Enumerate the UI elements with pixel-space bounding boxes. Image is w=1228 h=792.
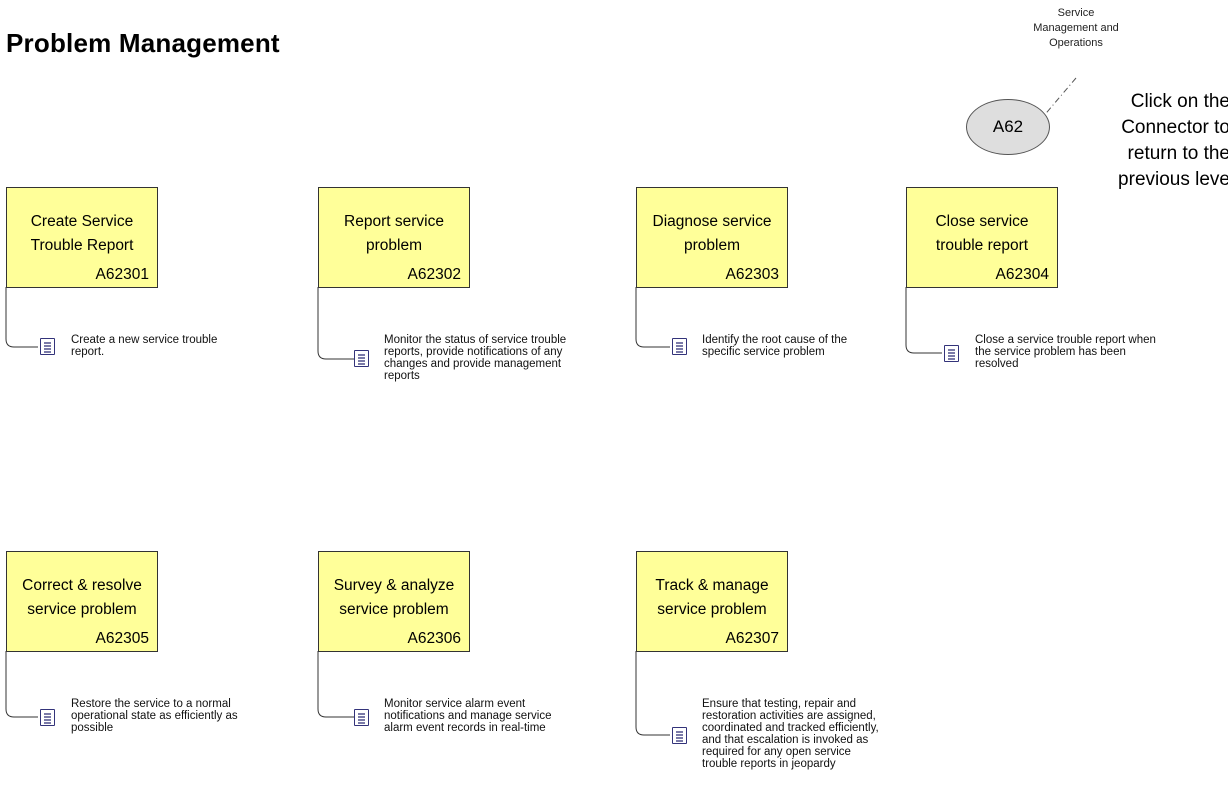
process-name-line: service problem: [27, 601, 137, 618]
page-title: Problem Management: [6, 28, 280, 58]
process-id: A62304: [995, 266, 1049, 283]
process-name: Close service trouble report: [907, 210, 1057, 258]
description-line: operational state as efficiently as: [71, 710, 238, 722]
instruction-line: return to the: [1127, 143, 1228, 164]
process-id: A62303: [725, 266, 779, 283]
tree-connector: [905, 287, 942, 354]
process-description: Monitor the status of service trouble re…: [384, 334, 566, 382]
tree-connector: [317, 651, 354, 718]
instruction-line: Click on the: [1130, 91, 1228, 112]
process-name-line: Create Service: [30, 213, 134, 230]
description-line: trouble reports in jeopardy: [702, 758, 836, 770]
process-name-line: Close service: [935, 213, 1029, 230]
process-description: Create a new service trouble report.: [71, 334, 217, 358]
process-name-line: service problem: [339, 601, 449, 618]
process-box-a62307[interactable]: Track & manage service problem A62307: [636, 551, 788, 652]
description-line: Restore the service to a normal: [71, 698, 231, 710]
process-box-a62304[interactable]: Close service trouble report A62304: [906, 187, 1058, 288]
process-id: A62306: [407, 630, 461, 647]
document-icon[interactable]: [354, 709, 369, 726]
description-line: Close a service trouble report when: [975, 334, 1156, 346]
process-description: Monitor service alarm event notification…: [384, 698, 552, 734]
document-icon[interactable]: [40, 709, 55, 726]
description-line: and that escalation is invoked as: [702, 734, 869, 746]
tree-connector: [635, 287, 670, 348]
process-name-line: Track & manage: [655, 577, 769, 594]
description-line: reports, provide notifications of any: [384, 346, 563, 358]
process-name-line: problem: [684, 237, 740, 254]
connector-label: Service Management and Operations: [1016, 6, 1136, 51]
process-name-line: trouble report: [935, 237, 1029, 254]
process-box-a62306[interactable]: Survey & analyze service problem A62306: [318, 551, 470, 652]
process-description: Ensure that testing, repair and restorat…: [702, 698, 879, 770]
process-description: Restore the service to a normal operatio…: [71, 698, 238, 734]
process-box-a62302[interactable]: Report service problem A62302: [318, 187, 470, 288]
description-line: resolved: [975, 358, 1019, 370]
description-line: Ensure that testing, repair and: [702, 698, 857, 710]
tree-connector: [635, 651, 670, 736]
tree-connector: [5, 651, 38, 718]
process-name: Correct & resolve service problem: [7, 574, 157, 622]
process-name-line: Correct & resolve: [22, 577, 142, 594]
connector-instruction: Click on the Connector to return to the …: [1090, 89, 1228, 193]
process-name-line: Diagnose service: [652, 213, 772, 230]
connector-leader-line: [1041, 77, 1077, 119]
document-icon[interactable]: [672, 727, 687, 744]
process-id: A62307: [725, 630, 779, 647]
document-icon[interactable]: [944, 345, 959, 362]
process-name: Diagnose service problem: [637, 210, 787, 258]
document-icon[interactable]: [672, 338, 687, 355]
description-line: possible: [71, 722, 114, 734]
process-name-line: Survey & analyze: [333, 577, 455, 594]
description-line: changes and provide management: [384, 358, 562, 370]
process-name: Survey & analyze service problem: [319, 574, 469, 622]
process-name-line: service problem: [657, 601, 767, 618]
description-line: Monitor service alarm event: [384, 698, 526, 710]
description-line: restoration activities are assigned,: [702, 710, 876, 722]
connector-label-line: Operations: [1049, 37, 1103, 49]
process-box-a62303[interactable]: Diagnose service problem A62303: [636, 187, 788, 288]
process-id: A62302: [407, 266, 461, 283]
process-name-line: Trouble Report: [30, 237, 134, 254]
process-description: Close a service trouble report when the …: [975, 334, 1156, 370]
document-icon[interactable]: [354, 350, 369, 367]
description-line: specific service problem: [702, 346, 825, 358]
process-name-line: problem: [366, 237, 422, 254]
process-id: A62301: [95, 266, 149, 283]
description-line: coordinated and tracked efficiently,: [702, 722, 879, 734]
description-line: report.: [71, 346, 105, 358]
process-box-a62301[interactable]: Create Service Trouble Report A62301: [6, 187, 158, 288]
description-line: Identify the root cause of the: [702, 334, 848, 346]
tree-connector: [317, 287, 358, 360]
document-icon[interactable]: [40, 338, 55, 355]
description-line: Create a new service trouble: [71, 334, 218, 346]
connector-id: A62: [992, 117, 1024, 136]
process-name: Report service problem: [319, 210, 469, 258]
description-line: reports: [384, 370, 420, 382]
description-line: the service problem has been: [975, 346, 1126, 358]
process-box-a62305[interactable]: Correct & resolve service problem A62305: [6, 551, 158, 652]
process-id: A62305: [95, 630, 149, 647]
connector-label-line: Management and: [1033, 22, 1119, 34]
description-line: required for any open service: [702, 746, 851, 758]
instruction-line: previous leve: [1118, 169, 1228, 190]
description-line: alarm event records in real-time: [384, 722, 546, 734]
description-line: notifications and manage service: [384, 710, 552, 722]
process-description: Identify the root cause of the specific …: [702, 334, 847, 358]
tree-connector: [5, 287, 38, 348]
description-line: Monitor the status of service trouble: [384, 334, 567, 346]
process-name-line: Report service: [344, 213, 444, 230]
instruction-line: Connector to: [1121, 117, 1228, 138]
connector-a62[interactable]: A62: [966, 99, 1050, 155]
process-name: Create Service Trouble Report: [7, 210, 157, 258]
process-name: Track & manage service problem: [637, 574, 787, 622]
connector-label-line: Service: [1057, 7, 1095, 19]
